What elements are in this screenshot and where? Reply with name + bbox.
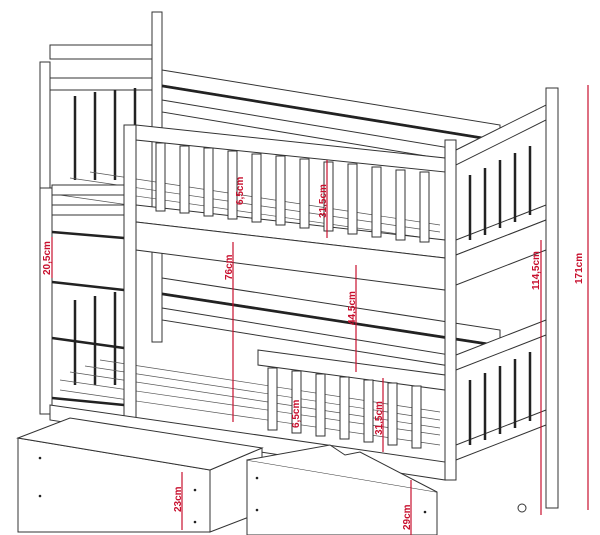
ladder	[39, 124, 137, 426]
dim-upper-slat-gap: 6,5cm	[235, 177, 246, 205]
foot-end	[444, 87, 559, 513]
dim-lower-slat-gap: 6,5cm	[291, 400, 302, 428]
dim-lower-bed-floor-height: 29cm	[402, 504, 413, 530]
dim-upper-rail-height: 31,5cm	[318, 184, 329, 218]
upper-guard-rail	[135, 124, 446, 291]
dim-ladder-step-spacing: 20,5cm	[42, 241, 53, 275]
dim-clearance-between-beds: 76cm	[224, 254, 235, 280]
drawer-left	[16, 417, 264, 533]
dimension-lines	[51, 85, 589, 535]
dim-upper-bed-height: 114,5cm	[531, 251, 542, 290]
dim-lower-guard-to-upper: 44,5cm	[347, 291, 358, 325]
dim-total-height: 171cm	[574, 253, 585, 284]
back-rails	[161, 69, 501, 367]
drawer-right	[246, 444, 438, 535]
dim-drawer-height: 23cm	[173, 486, 184, 512]
dim-lower-rail-height: 31,5cm	[374, 401, 385, 435]
